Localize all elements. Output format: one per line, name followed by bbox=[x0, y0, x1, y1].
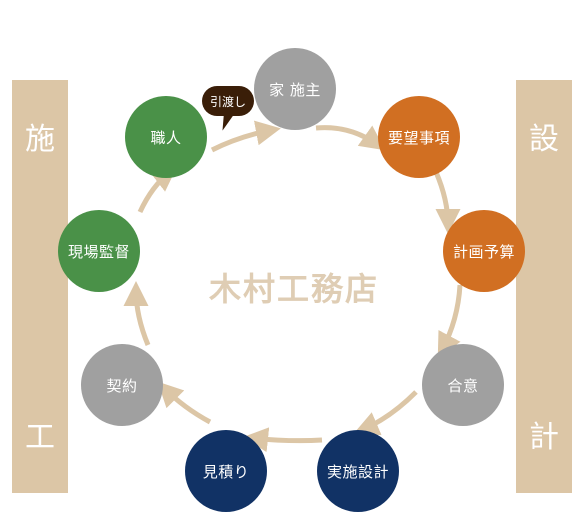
arrow-plan-to-agreement bbox=[437, 284, 463, 358]
node-site-supervisor: 現場監督 bbox=[58, 210, 140, 292]
node-craftsman: 職人 bbox=[125, 96, 207, 178]
arrow-supervisor-to-craftsman bbox=[137, 166, 178, 214]
arrow-contract-to-supervisor bbox=[123, 281, 151, 346]
handover-callout: 引渡し bbox=[202, 86, 254, 116]
arrow-agreement-to-design bbox=[353, 390, 418, 436]
arrow-craftsman-to-client bbox=[210, 120, 281, 153]
construction-sidebar: 施 工 bbox=[12, 80, 68, 493]
company-logo: 木村工務店 bbox=[208, 270, 379, 308]
arrow-requirements-to-plan bbox=[433, 171, 461, 234]
construction-label-bottom: 工 bbox=[25, 420, 55, 455]
node-client: 家 施主 bbox=[254, 48, 336, 130]
node-estimate: 見積り bbox=[185, 430, 267, 512]
arrow-client-to-requirements bbox=[315, 125, 386, 151]
node-detailed-design: 実施設計 bbox=[317, 430, 399, 512]
node-contract: 契約 bbox=[81, 344, 163, 426]
arrow-design-to-estimate bbox=[243, 427, 323, 453]
construction-label-top: 施 bbox=[25, 122, 55, 157]
node-plan-budget: 計画予算 bbox=[443, 210, 525, 292]
node-requirements: 要望事項 bbox=[378, 96, 460, 178]
design-label-bottom: 計 bbox=[529, 420, 559, 455]
node-agreement: 合意 bbox=[422, 344, 504, 426]
design-sidebar: 設 計 bbox=[516, 80, 572, 493]
design-label-top: 設 bbox=[529, 122, 559, 157]
arrow-estimate-to-contract bbox=[157, 381, 212, 425]
